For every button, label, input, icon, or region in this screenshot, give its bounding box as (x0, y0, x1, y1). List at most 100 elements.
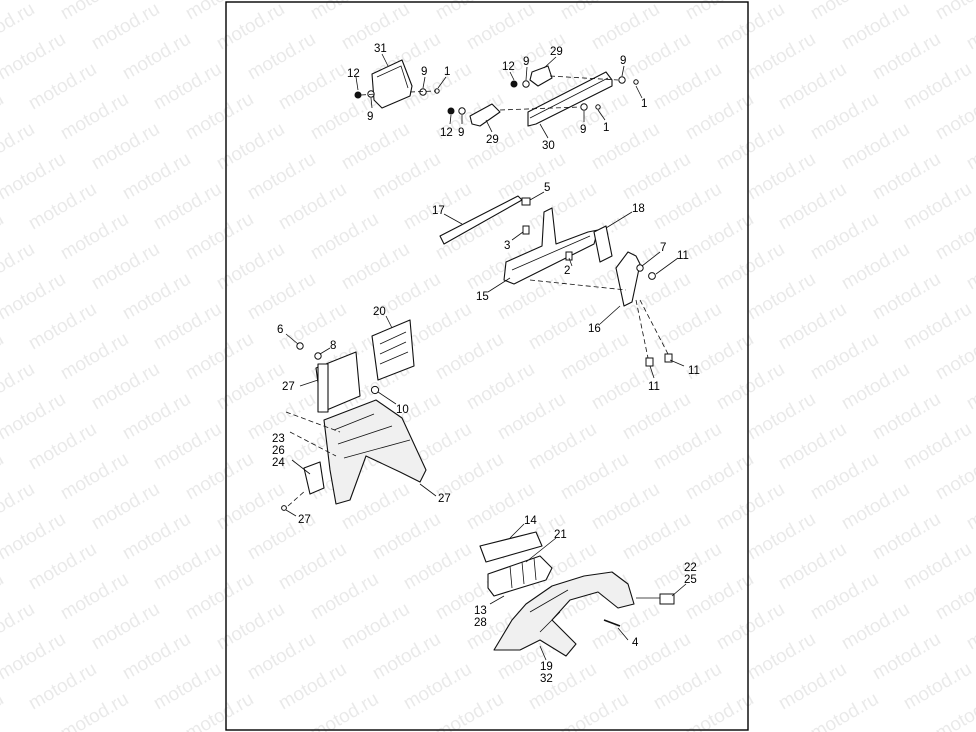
nut-11-b (645, 357, 654, 367)
callout-9: 9 (458, 127, 464, 139)
fitting-22-25 (659, 593, 675, 605)
drawing-frame (225, 1, 749, 731)
nut-12-b (510, 80, 518, 88)
bracket-16 (615, 251, 641, 307)
washer-9-b (419, 88, 427, 96)
plate-20 (371, 319, 415, 381)
screw-1-b (633, 79, 639, 85)
watermark-text: motod.ru (900, 539, 975, 595)
watermark-text: motod.ru (900, 299, 975, 355)
watermark-text: motod.ru (775, 419, 850, 475)
callout-15: 15 (476, 291, 489, 303)
watermark-text: motod.ru (25, 299, 100, 355)
watermark-text: motod.ru (25, 539, 100, 595)
clip-29-lower (469, 103, 501, 127)
watermark-text: motod.ru (25, 179, 100, 235)
washer-8 (314, 352, 322, 360)
leader-lines (285, 53, 687, 661)
nut-11-c (664, 353, 673, 363)
callout-28: 28 (474, 617, 487, 629)
callout-9: 9 (367, 111, 373, 123)
watermark-text: motod.ru (775, 59, 850, 115)
nut-11-a (648, 272, 656, 280)
callout-27: 27 (438, 493, 451, 505)
callout-26: 26 (272, 445, 285, 457)
callout-18: 18 (632, 203, 645, 215)
watermark-text: motod.ru (150, 299, 225, 355)
watermark-text: motod.ru (25, 419, 100, 475)
callout-29: 29 (486, 134, 499, 146)
screw-1-c (595, 104, 601, 110)
callout-31: 31 (374, 43, 387, 55)
watermark-text: motod.ru (150, 59, 225, 115)
screw-4 (603, 619, 621, 627)
callout-16: 16 (588, 323, 601, 335)
callout-5: 5 (544, 182, 550, 194)
cover-plate-assembly (354, 59, 440, 109)
watermark-text: motod.ru (900, 419, 975, 475)
latch-23-24-26 (303, 461, 325, 495)
screw-27 (281, 505, 287, 511)
watermark-text: motod.ru (0, 689, 7, 732)
callout-30: 30 (542, 140, 555, 152)
callout-32: 32 (540, 673, 553, 685)
callout-11: 11 (688, 365, 700, 377)
callout-29: 29 (550, 46, 563, 58)
main-bracket-27 (323, 399, 427, 505)
bracket-18 (593, 225, 613, 263)
callout-labels: 31 12 9 1 9 12 9 29 9 1 12 9 29 9 1 30 1… (272, 43, 700, 685)
callout-11: 11 (648, 381, 660, 393)
bolt-2 (565, 251, 573, 261)
callout-24: 24 (272, 457, 285, 469)
washer-9-f (580, 103, 588, 111)
watermark-text: motod.ru (900, 179, 975, 235)
callout-3: 3 (504, 240, 510, 252)
nut-10 (370, 385, 380, 395)
bracket-30 (527, 71, 613, 127)
bracket-19-32 (493, 571, 635, 657)
watermark-text: motod.ru (25, 59, 100, 115)
nut-12-c (447, 107, 455, 115)
hinge-27 (317, 363, 329, 413)
watermark-text: motod.ru (25, 659, 100, 715)
callout-4: 4 (632, 637, 639, 649)
callout-23: 23 (272, 433, 285, 445)
callout-27: 27 (282, 381, 295, 393)
watermark-text: motod.ru (932, 0, 976, 24)
callout-27: 27 (298, 514, 311, 526)
callout-25: 25 (684, 574, 697, 586)
washer-7 (636, 264, 644, 272)
callout-2: 2 (564, 265, 570, 277)
nut-12-a (354, 91, 362, 99)
callout-13: 13 (474, 605, 487, 617)
callout-9: 9 (523, 56, 529, 68)
callout-9: 9 (580, 124, 586, 136)
callout-12: 12 (347, 68, 360, 80)
callout-14: 14 (524, 515, 537, 527)
watermark-text: motod.ru (775, 179, 850, 235)
watermark-text: motod.ru (775, 299, 850, 355)
callout-8: 8 (330, 340, 336, 352)
cover-plate-31 (371, 59, 413, 109)
callout-12: 12 (502, 61, 515, 73)
left-bracket-assembly (281, 319, 427, 511)
watermark-text: motod.ru (900, 659, 975, 715)
callout-12: 12 (440, 127, 453, 139)
callout-9: 9 (421, 66, 427, 78)
watermark-text: motod.ru (900, 59, 975, 115)
callout-11: 11 (677, 250, 689, 262)
watermark-text: motod.ru (150, 659, 225, 715)
callout-21: 21 (554, 529, 567, 541)
bolt-5 (521, 197, 531, 206)
watermark-text: motod.ru (150, 419, 225, 475)
bracket-30-assembly (447, 65, 639, 127)
bracket-15-assembly (439, 195, 673, 367)
watermark-text: motod.ru (775, 539, 850, 595)
washer-9-d (618, 76, 626, 84)
callout-6: 6 (277, 324, 283, 336)
callout-20: 20 (373, 306, 386, 318)
callout-10: 10 (396, 404, 409, 416)
screw-6 (296, 342, 304, 350)
callout-19: 19 (540, 661, 553, 673)
